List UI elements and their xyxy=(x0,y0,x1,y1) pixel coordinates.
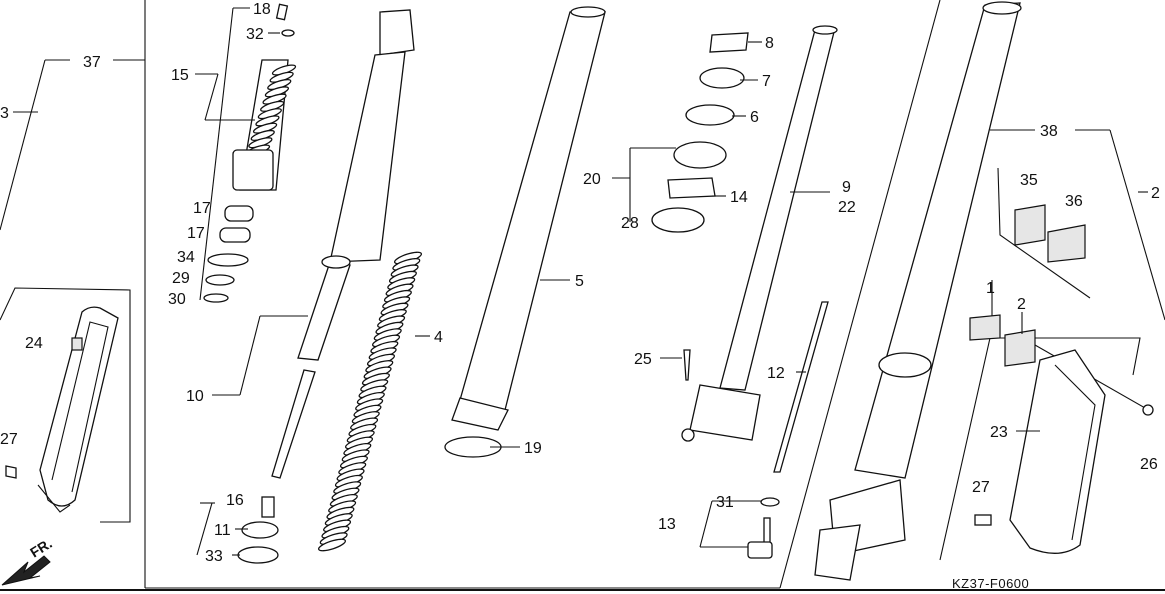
callout-24: 24 xyxy=(25,335,43,352)
callout-22: 22 xyxy=(838,199,856,216)
callout-16: 16 xyxy=(226,492,244,509)
callout-4: 4 xyxy=(434,329,443,346)
callout-20: 20 xyxy=(583,171,601,188)
callout-33: 33 xyxy=(205,548,223,565)
callout-19: 19 xyxy=(524,440,542,457)
right-fork-leg xyxy=(814,1,1022,581)
spring-coil xyxy=(317,538,347,552)
callout-11: 11 xyxy=(214,522,231,539)
callout-8: 8 xyxy=(765,35,774,52)
callout-37: 37 xyxy=(83,54,101,71)
axle-holder-bolt xyxy=(747,497,780,559)
callout-7: 7 xyxy=(762,73,771,90)
callout-17a: 17 xyxy=(193,200,211,217)
callout-27b: 27 xyxy=(972,479,990,496)
callout-15: 15 xyxy=(171,67,189,84)
direction-label: FR. xyxy=(27,535,55,561)
drawing-code: KZ37-F0600 xyxy=(952,576,1029,591)
callout-9: 9 xyxy=(842,179,851,196)
fork-guard-right xyxy=(974,349,1106,554)
callout-30: 30 xyxy=(168,291,186,308)
callout-10: 10 xyxy=(186,388,204,405)
callout-5: 5 xyxy=(575,273,584,290)
front-direction-arrow: FR. xyxy=(1,535,55,586)
rod-12 xyxy=(773,301,829,473)
damper-rod-cartridge xyxy=(203,3,297,303)
seal-stack xyxy=(651,32,749,233)
leader-lines xyxy=(195,7,1040,556)
callout-28: 28 xyxy=(621,215,639,232)
inner-tube-22 xyxy=(681,25,838,442)
callout-2b: 2 xyxy=(1017,296,1026,313)
callout-36: 36 xyxy=(1065,193,1083,210)
fork-guard-left xyxy=(5,306,119,513)
callout-3: 3 xyxy=(0,105,9,122)
callout-34: 34 xyxy=(177,249,195,266)
callout-1: 1 xyxy=(986,280,995,297)
callout-38: 38 xyxy=(1040,123,1058,140)
callout-12: 12 xyxy=(767,365,785,382)
callout-6: 6 xyxy=(750,109,759,126)
outer-fork-tube xyxy=(444,6,606,458)
callout-35: 35 xyxy=(1020,172,1038,189)
callout-25: 25 xyxy=(634,351,652,368)
guard-brackets xyxy=(969,204,1154,416)
callout-32: 32 xyxy=(246,26,264,43)
callout-2a: 2 xyxy=(1151,185,1160,202)
callout-29: 29 xyxy=(172,270,190,287)
callout-26: 26 xyxy=(1140,456,1158,473)
fork-spring xyxy=(317,251,423,552)
callout-18: 18 xyxy=(253,1,271,18)
callout-14: 14 xyxy=(730,189,748,206)
callout-23: 23 xyxy=(990,424,1008,441)
callout-31: 31 xyxy=(716,494,734,511)
inner-fork-tube-assembly xyxy=(237,9,415,564)
callout-27a: 27 xyxy=(0,431,18,448)
callout-17b: 17 xyxy=(187,225,205,242)
callout-13: 13 xyxy=(658,516,676,533)
